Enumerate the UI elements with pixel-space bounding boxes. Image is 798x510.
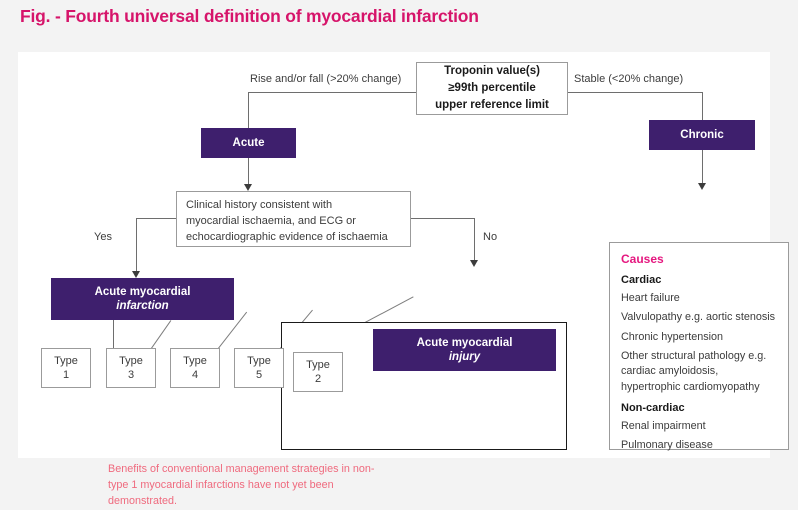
causes-noncardiac-item-0: Renal impairment: [621, 419, 706, 432]
causes-cardiac-heading: Cardiac: [621, 274, 662, 286]
ami-infarction-line-1: Acute myocardial: [94, 285, 191, 298]
causes-cardiac-item-0: Heart failure: [621, 292, 680, 304]
footnote-text: Benefits of conventional management stra…: [108, 463, 375, 508]
arrow-no: [469, 260, 478, 267]
causes-cardiac-item-2: Chronic hypertension: [621, 330, 724, 343]
causes-title: Causes: [621, 252, 664, 266]
connector-chronic-drop: [702, 92, 703, 120]
causes-noncardiac-heading: Non-cardiac: [621, 401, 685, 414]
type-num-1: 1: [62, 369, 70, 381]
type-word-3: Type: [119, 354, 143, 367]
type-num-2: 2: [314, 373, 322, 385]
type-box-4: Type 4: [170, 348, 220, 388]
connector-acute-to-history: [248, 158, 249, 188]
causes-cardiac-item-3: Other structural pathology e.g. cardiac …: [621, 349, 767, 393]
chronic-node: Chronic: [649, 120, 755, 150]
type-box-2: Type 2: [293, 352, 343, 392]
troponin-line-1: Troponin value(s): [444, 65, 540, 78]
ami-injury-line-1: Acute myocardial: [416, 336, 513, 349]
ami-injury-line-2: injury: [448, 351, 481, 363]
type-word-2: Type: [306, 358, 330, 371]
type-word-4: Type: [183, 354, 207, 367]
clinical-history-line-3: echocardiographic evidence of ischaemia: [186, 230, 388, 243]
connector-type1: [113, 320, 114, 348]
connector-acute-drop: [248, 92, 249, 128]
clinical-history-node: Clinical history consistent with myocard…: [176, 191, 411, 247]
clinical-history-line-2: myocardial ischaemia, and ECG or: [186, 214, 356, 227]
connector-chronic-to-causes: [702, 150, 703, 184]
connector-yes-vertical: [136, 218, 137, 274]
arrow-to-history: [243, 184, 252, 191]
edge-label-yes: Yes: [94, 231, 112, 243]
edge-label-stable: Stable (<20% change): [574, 73, 684, 85]
type-word-5: Type: [247, 354, 271, 367]
troponin-node: Troponin value(s) ≥99th percentile upper…: [416, 62, 568, 115]
type-word-1: Type: [54, 354, 78, 367]
type-box-3: Type 3: [106, 348, 156, 388]
type-box-5: Type 5: [234, 348, 284, 388]
acute-node: Acute: [201, 128, 296, 158]
causes-panel: Causes Cardiac Heart failure Valvulopath…: [609, 242, 789, 452]
connector-troponin-left: [248, 92, 416, 93]
connector-no-vertical: [474, 218, 475, 262]
connector-no-horizontal: [411, 218, 474, 219]
acute-myocardial-infarction-node: Acute myocardial infarction: [51, 278, 234, 320]
ami-infarction-line-2: infarction: [116, 300, 169, 312]
chronic-label: Chronic: [680, 128, 724, 141]
acute-myocardial-injury-node: Acute myocardial injury: [373, 329, 556, 371]
troponin-line-3: upper reference limit: [435, 98, 549, 111]
type-num-3: 3: [127, 369, 135, 381]
type-box-1: Type 1: [41, 348, 91, 388]
connector-yes-horizontal: [136, 218, 176, 219]
type-num-4: 4: [191, 369, 199, 381]
type-num-5: 5: [255, 369, 263, 381]
figure-card: Troponin value(s) ≥99th percentile upper…: [18, 52, 789, 507]
edge-label-no: No: [483, 231, 498, 243]
causes-cardiac-item-1: Valvulopathy e.g. aortic stenosis: [621, 311, 776, 324]
connector-type3: [151, 320, 172, 349]
arrow-yes: [131, 271, 140, 278]
figure-title: Fig. - Fourth universal definition of my…: [20, 6, 479, 26]
edge-label-rise-fall: Rise and/or fall (>20% change): [250, 73, 402, 85]
causes-noncardiac-item-1: Pulmonary disease: [621, 439, 713, 452]
clinical-history-line-1: Clinical history consistent with: [186, 199, 333, 211]
connector-troponin-right: [568, 92, 702, 93]
troponin-line-2: ≥99th percentile: [448, 82, 536, 95]
arrow-to-causes: [697, 183, 706, 190]
acute-label: Acute: [232, 136, 265, 149]
